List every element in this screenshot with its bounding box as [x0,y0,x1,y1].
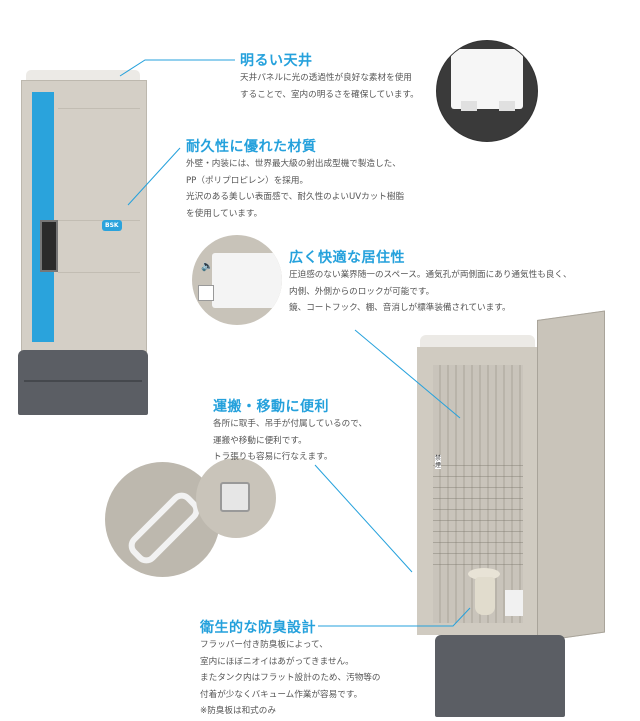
feature-text-durability: 外壁・内装には、世界最大級の射出成型機で製造した、 PP（ポリプロピレン）を採用… [186,159,405,219]
hook-detail-image [196,458,276,538]
feature-text-ceiling: 天井パネルに光の透過性が良好な素材を使用 することで、室内の明るさを確保していま… [240,73,419,100]
brand-logo: BSK [102,220,122,231]
blue-stripe [32,92,54,342]
no-smoking-sign: 禁煙 [435,455,442,469]
speaker-icon: 🔈 [201,261,214,272]
feature-title-odor: 衛生的な防臭設計 [200,620,316,636]
feature-title-space: 広く快適な居住性 [289,250,405,266]
feature-text-space: 圧迫感のない業界随一のスペース。通気孔が両側面にあり通気性も良く、 内側、外側か… [289,270,572,313]
interior-panel-detail-image: 🔈 [192,235,282,325]
closed-toilet-booth-image: BSK [18,70,148,415]
feature-text-transport: 各所に取手、吊手が付属しているので、 運搬や移動に便利です。 トラ張りも容易に行… [213,419,368,462]
feature-title-ceiling: 明るい天井 [240,53,313,69]
ceiling-detail-image [436,40,538,142]
feature-title-durability: 耐久性に優れた材質 [186,139,317,155]
feature-title-transport: 運搬・移動に便利 [213,399,329,415]
door-lock-icon [40,220,58,272]
open-door [537,310,605,642]
feature-text-odor: フラッパー付き防臭板によって、 室内にほぼニオイはあがってきません。 またタンク… [200,640,381,716]
open-toilet-booth-image: 禁煙 [415,310,610,720]
